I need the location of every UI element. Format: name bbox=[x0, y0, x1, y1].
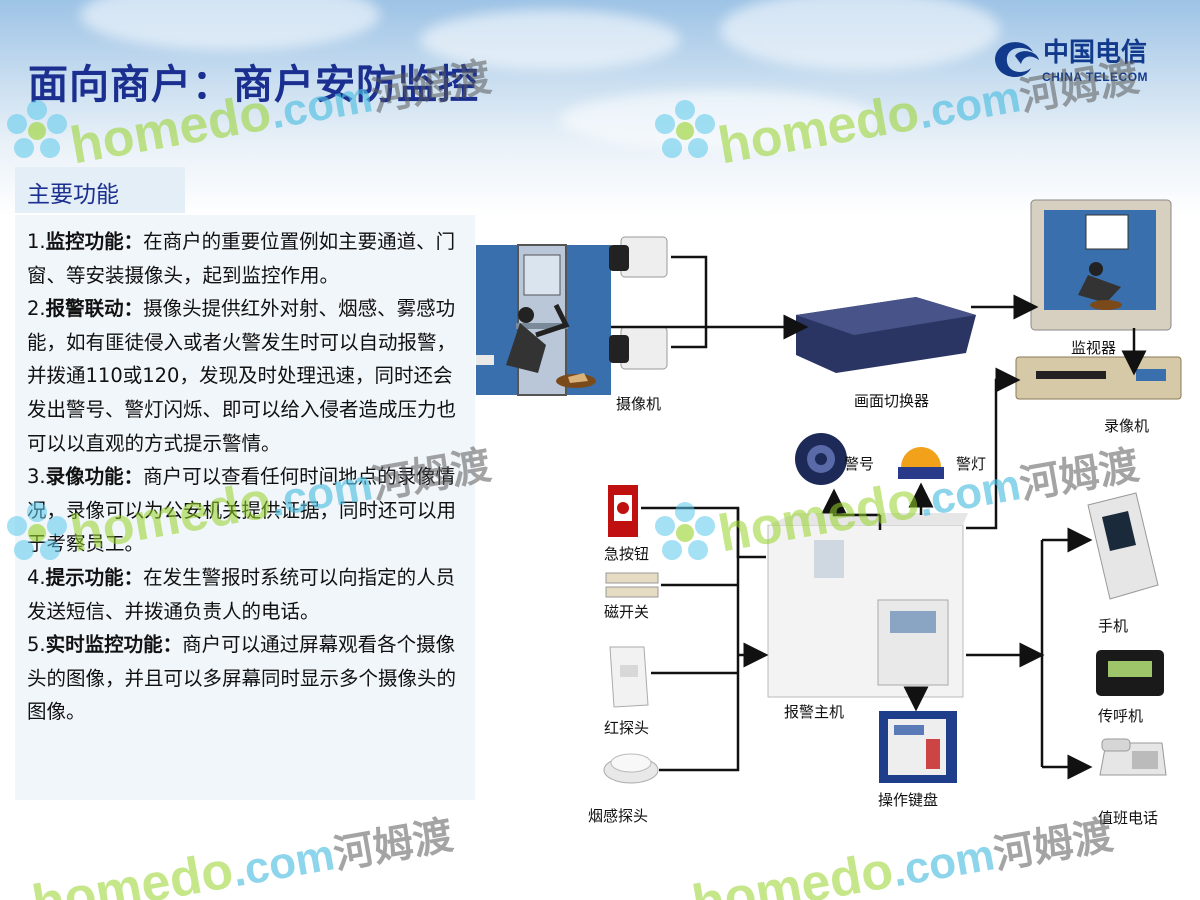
duty-phone-label: 值班电话 bbox=[1098, 809, 1159, 827]
smoke-detector-icon bbox=[603, 753, 659, 784]
panic-button-icon bbox=[608, 485, 638, 537]
function-name: 录像功能： bbox=[45, 465, 144, 489]
section-heading: 主要功能 bbox=[15, 167, 185, 213]
function-item: 4.提示功能：在发生警报时系统可以向指定的人员发送短信、并拨通负责人的电话。 bbox=[27, 561, 469, 628]
function-text: 商户可以通过屏幕观看各个摄像头的图像，并且可以多屏幕同时显示多个摄像头的图像。 bbox=[27, 633, 457, 724]
connector-lines bbox=[611, 255, 1147, 780]
alarm-light-icon bbox=[898, 447, 944, 479]
pager-icon bbox=[1096, 650, 1164, 696]
security-system-diagram: 摄像机 画面切换器 监视器 录像机 警号 警灯 急按钮 磁开关 红探头 烟感探头… bbox=[476, 195, 1200, 835]
function-number: 1. bbox=[27, 230, 46, 253]
cloud-decoration bbox=[560, 90, 880, 150]
function-name: 实时监控功能： bbox=[45, 633, 183, 657]
recorder-label: 录像机 bbox=[1104, 417, 1150, 435]
alarm-host-label: 报警主机 bbox=[784, 703, 845, 721]
function-number: 5. bbox=[27, 633, 46, 657]
mobile-phone-icon bbox=[1087, 492, 1159, 600]
cloud-decoration bbox=[80, 0, 380, 50]
cloud-decoration bbox=[720, 0, 1000, 70]
function-name: 提示功能： bbox=[45, 565, 144, 589]
monitor-icon bbox=[1030, 199, 1172, 331]
function-name: 监控功能： bbox=[45, 230, 144, 253]
function-item: 5.实时监控功能：商户可以通过屏幕观看各个摄像头的图像，并且可以多屏幕同时显示多… bbox=[27, 628, 469, 729]
operation-keypad-icon bbox=[879, 711, 957, 783]
watermark: homedo.com河姆渡 bbox=[28, 813, 457, 900]
alarm-light-label: 警灯 bbox=[956, 455, 987, 473]
china-telecom-logo: 中国电信 CHINA TELECOM bbox=[985, 30, 1165, 90]
function-item: 2.报警联动：摄像头提供红外对射、烟感、雾感功能，如有匪徒侵入或者火警发生时可以… bbox=[27, 292, 469, 460]
telecom-swirl-icon bbox=[995, 42, 1039, 78]
camera-icon bbox=[609, 326, 668, 370]
function-number: 4. bbox=[27, 565, 46, 589]
desk-phone-icon bbox=[1099, 738, 1167, 776]
diagram-graphics bbox=[476, 199, 1182, 784]
function-list: 1.监控功能：在商户的重要位置例如主要通道、门窗、等安装摄像头，起到监控作用。 … bbox=[15, 215, 475, 800]
logo-english-name: CHINA TELECOM bbox=[1042, 70, 1149, 84]
keypad-label: 操作键盘 bbox=[878, 791, 939, 809]
function-name: 报警联动： bbox=[45, 297, 144, 321]
magnetic-switch-icon bbox=[605, 572, 659, 598]
slide-title: 面向商户：商户安防监控 bbox=[28, 62, 479, 108]
infrared-detector-icon bbox=[609, 646, 649, 708]
burglar-window-illustration bbox=[476, 244, 611, 396]
function-text: 在商户的重要位置例如主要通道、门窗、等安装摄像头，起到监控作用。 bbox=[27, 230, 456, 287]
video-switcher-icon bbox=[796, 297, 976, 373]
panic-button-label: 急按钮 bbox=[604, 545, 650, 563]
mobile-phone-label: 手机 bbox=[1098, 617, 1129, 635]
function-text: 在发生警报时系统可以向指定的人员发送短信、并拨通负责人的电话。 bbox=[27, 565, 456, 623]
pager-label: 传呼机 bbox=[1098, 707, 1144, 725]
function-item: 1.监控功能：在商户的重要位置例如主要通道、门窗、等安装摄像头，起到监控作用。 bbox=[27, 225, 469, 292]
infrared-detector-label: 红探头 bbox=[604, 719, 650, 737]
function-text: 摄像头提供红外对射、烟感、雾感功能，如有匪徒侵入或者火警发生时可以自动报警，并拨… bbox=[27, 297, 457, 455]
function-number: 3. bbox=[27, 465, 46, 489]
function-number: 2. bbox=[27, 297, 46, 321]
monitor-label: 监视器 bbox=[1071, 339, 1117, 357]
switcher-label: 画面切换器 bbox=[854, 392, 930, 410]
function-item: 3.录像功能：商户可以查看任何时间地点的录像情况，录像可以为公安机关提供证据，同… bbox=[27, 460, 469, 561]
smoke-detector-label: 烟感探头 bbox=[588, 807, 649, 825]
cloud-decoration bbox=[420, 10, 680, 70]
camera-label: 摄像机 bbox=[616, 395, 662, 413]
logo-chinese-name: 中国电信 bbox=[1043, 38, 1148, 68]
camera-icon bbox=[609, 236, 668, 278]
siren-speaker-icon bbox=[795, 433, 847, 485]
siren-label: 警号 bbox=[844, 455, 875, 473]
magnetic-switch-label: 磁开关 bbox=[604, 603, 650, 621]
video-recorder-icon bbox=[1015, 356, 1182, 400]
function-text: 商户可以查看任何时间地点的录像情况，录像可以为公安机关提供证据，同时还可以用于考… bbox=[27, 465, 457, 556]
alarm-host-icon bbox=[767, 513, 968, 698]
